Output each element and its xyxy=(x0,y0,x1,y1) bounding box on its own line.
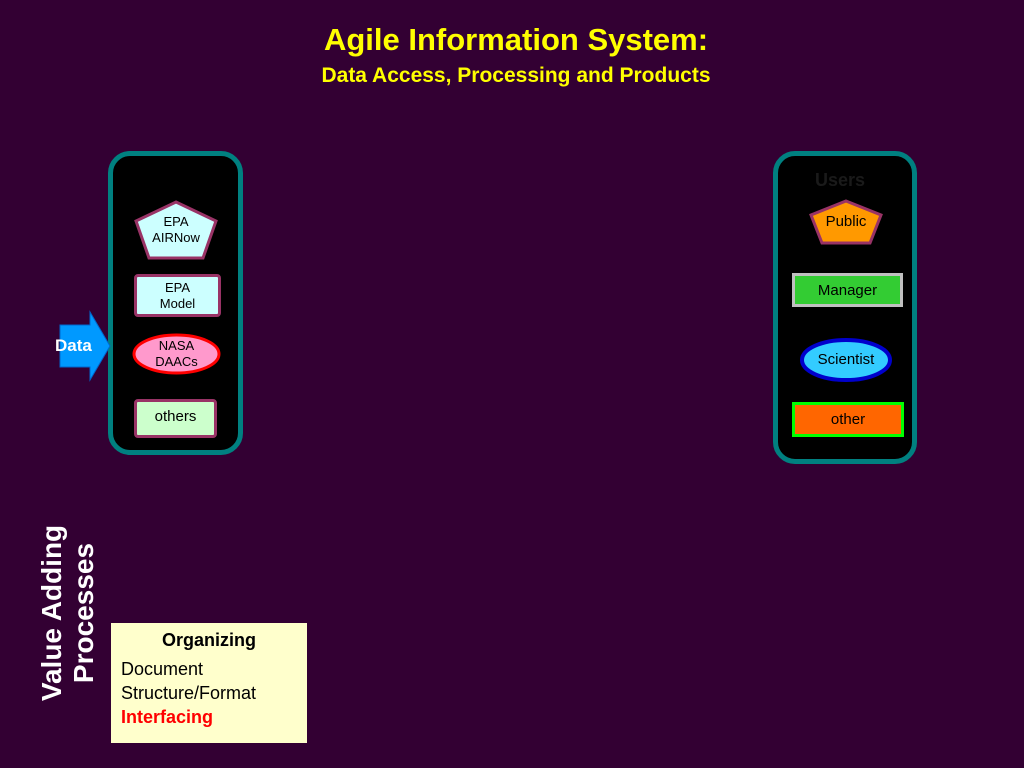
pentagon-shape-icon xyxy=(809,199,883,245)
value-adding-processes-label: Value Adding Processes xyxy=(36,524,99,702)
other-user-label: other xyxy=(830,411,866,428)
page-title: Agile Information System: xyxy=(323,22,709,57)
nasa-daacs-label: NASA DAACs xyxy=(155,338,198,369)
organizing-card: Organizing Document Structure/Format Int… xyxy=(111,623,307,743)
public-label: Public xyxy=(825,213,867,230)
public-pentagon: Public xyxy=(808,198,884,246)
manager-label: Manager xyxy=(817,281,878,299)
ellipse-shape-icon xyxy=(800,338,892,382)
nasa-daacs-ellipse: NASA DAACs xyxy=(132,333,221,375)
ellipse-shape-icon xyxy=(132,333,221,375)
epa-airnow-label: EPA AIRNow xyxy=(152,214,200,245)
epa-airnow-pentagon: EPA AIRNow xyxy=(133,199,219,261)
epa-model-box: EPA Model xyxy=(134,274,221,317)
users-heading: Users xyxy=(815,170,866,190)
scientist-label: Scientist xyxy=(817,351,875,368)
page-subtitle: Data Access, Processing and Products xyxy=(321,64,711,87)
card-line-interfacing: Interfacing xyxy=(121,707,214,727)
data-arrow-label: Data xyxy=(55,336,92,355)
others-label: others xyxy=(154,408,197,425)
organizing-heading: Organizing xyxy=(162,630,256,650)
data-arrow-icon xyxy=(59,310,111,382)
others-box: others xyxy=(134,399,217,438)
manager-box: Manager xyxy=(792,273,903,307)
card-line-structure: Structure/Format xyxy=(121,683,257,703)
card-line-document: Document xyxy=(121,659,204,679)
pentagon-shape-icon xyxy=(134,200,218,260)
other-user-box: other xyxy=(792,402,904,437)
scientist-ellipse: Scientist xyxy=(799,337,893,383)
epa-model-label: EPA Model xyxy=(159,279,196,311)
